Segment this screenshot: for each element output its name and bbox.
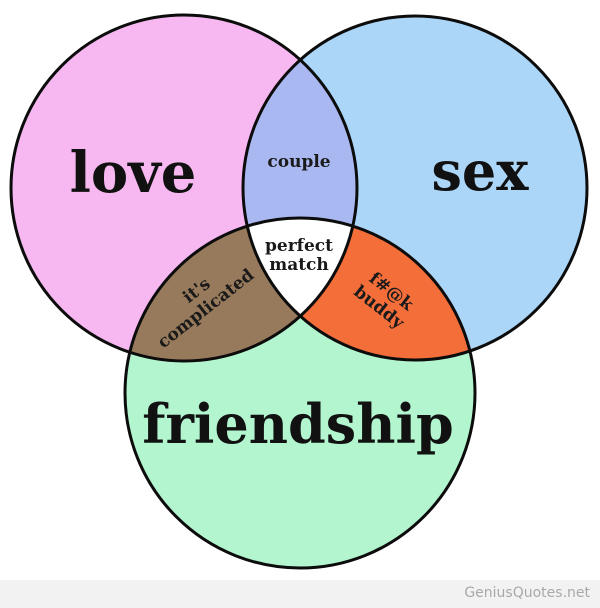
sex-label: sex [432,139,530,203]
couple-label: couple [267,152,330,172]
love-label: love [70,140,197,206]
friendship-label: friendship [142,392,454,456]
fak-buddy-region [243,218,475,360]
friendship-outline [123,216,477,570]
venn-diagram: love sex friendship couple perfect match… [9,13,589,570]
footer-bar: GeniusQuotes.net [0,580,600,608]
love-outline [9,13,359,363]
perfect-match-label-2: match [269,255,329,275]
perfect-match-label-1: perfect [265,236,333,256]
its-complicated-region [125,218,357,361]
sex-outline [241,14,589,362]
watermark: GeniusQuotes.net [464,585,590,601]
